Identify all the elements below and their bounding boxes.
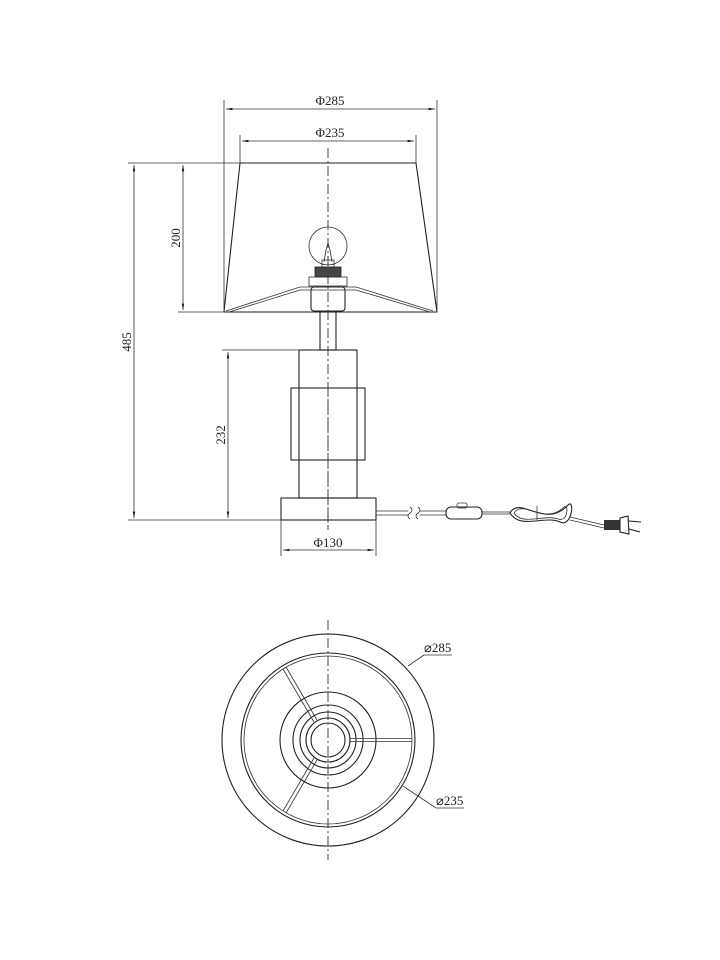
side-view: Φ285 Φ235 200 485 232 Φ130 — [119, 93, 642, 556]
shade-ring-frame — [225, 286, 434, 312]
bulb-icon — [308, 226, 348, 287]
top-inner-diameter-label: ⌀235 — [436, 793, 463, 808]
switch-icon — [445, 506, 483, 520]
base-height-label: 232 — [213, 425, 228, 445]
plug-icon — [604, 515, 642, 535]
shade-outer-diameter-label: Φ285 — [315, 93, 344, 108]
socket — [310, 286, 346, 312]
shade-height-label: 200 — [168, 228, 183, 248]
dimension-lines — [128, 100, 438, 556]
shade-inner-ring — [240, 652, 416, 828]
shade-spokes — [282, 666, 412, 814]
shade-outer-circle — [221, 633, 435, 847]
leader-lines — [402, 654, 464, 809]
base-diameter-label: Φ130 — [313, 535, 342, 550]
lamp-base — [280, 497, 377, 521]
total-height-label: 485 — [119, 332, 134, 352]
power-cord — [376, 502, 642, 535]
shade-inner-diameter-label: Φ235 — [315, 125, 344, 140]
top-outer-diameter-label: ⌀285 — [424, 640, 451, 655]
top-view: ⌀285 ⌀235 — [221, 620, 464, 860]
